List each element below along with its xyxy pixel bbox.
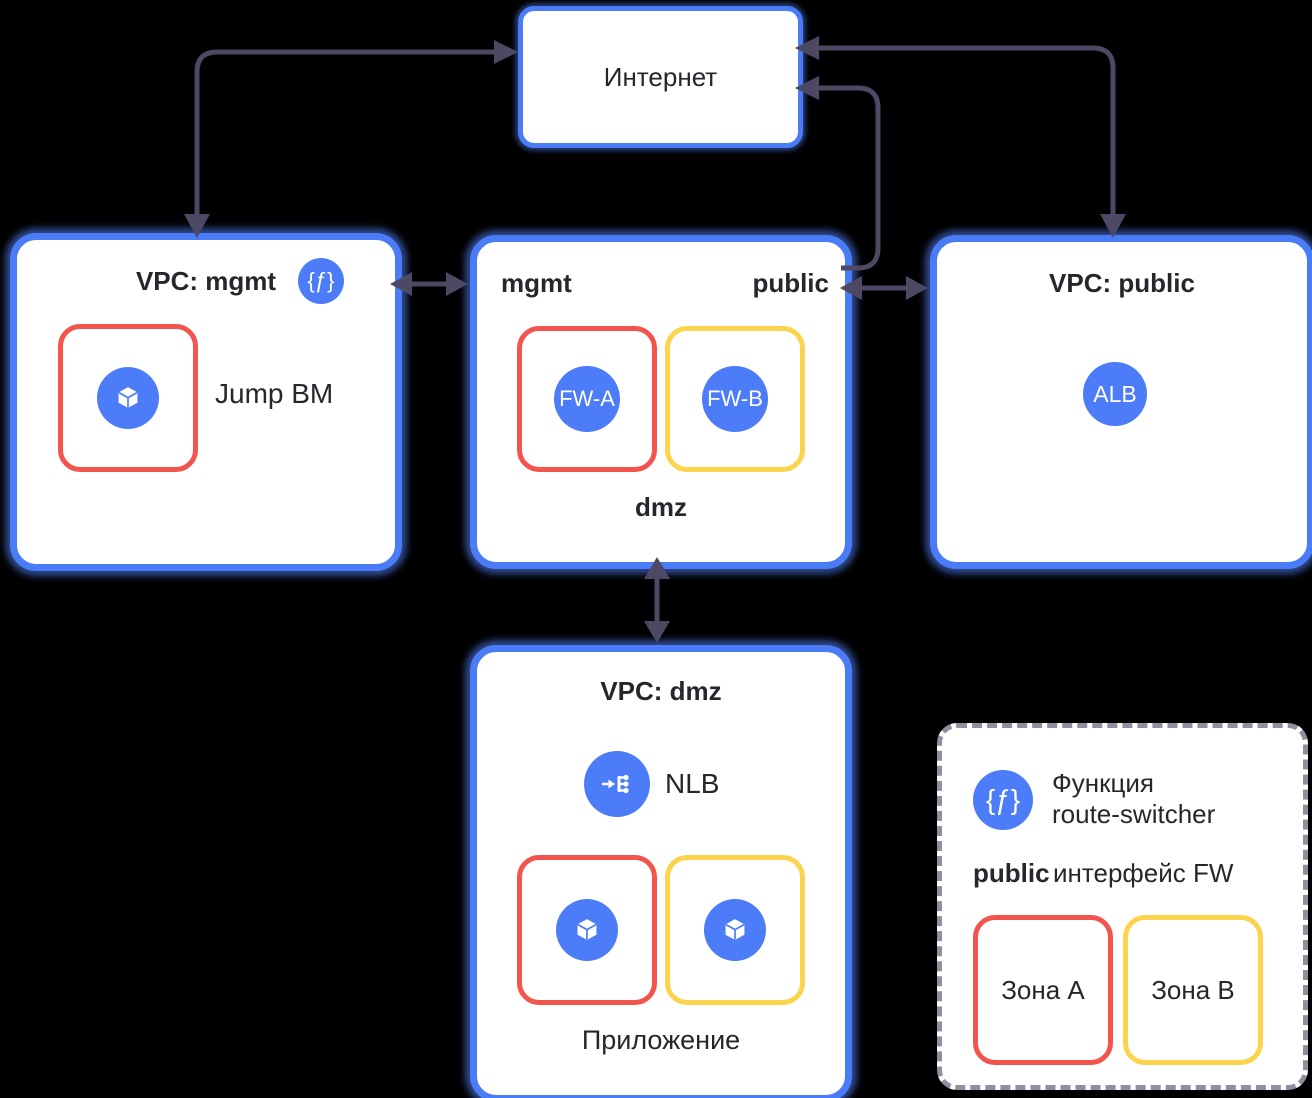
legend-function-label: Функция route-switcher — [1052, 768, 1215, 830]
function-glyph: {ƒ} — [985, 784, 1021, 815]
app-vm-a-icon — [556, 899, 618, 961]
internet-box: Интернет — [518, 6, 803, 148]
fw-a-node: FW-A — [554, 366, 620, 432]
zone-b-label: Зона B — [1151, 974, 1235, 1005]
fw-b-zone-box: FW-B — [665, 326, 805, 472]
nlb-icon — [584, 751, 650, 817]
jump-bm-zone-box — [58, 324, 198, 472]
fw-a-zone-box: FW-A — [517, 326, 657, 472]
app-vm-a-zone-box — [517, 855, 657, 1005]
vpc-mgmt-box: VPC: mgmt {ƒ} Jump BM — [10, 233, 402, 571]
subnet-label-dmz: dmz — [635, 492, 687, 522]
function-icon: {ƒ} — [298, 258, 344, 304]
zone-a-box: Зона A — [973, 915, 1113, 1065]
zone-b-box: Зона B — [1123, 915, 1263, 1065]
nlb-label: NLB — [665, 768, 720, 799]
jump-bm-label: Jump BM — [215, 378, 334, 409]
app-vm-b-icon — [704, 899, 766, 961]
legend-function-line2: route-switcher — [1052, 799, 1216, 829]
legend-function-icon: {ƒ} — [973, 770, 1033, 830]
arrow-internet-public — [795, 36, 1126, 238]
subnet-label-public: public — [752, 268, 829, 298]
vpc-mgmt-title: VPC: mgmt — [135, 266, 277, 296]
arrow-fw-vpc-public — [840, 276, 928, 300]
cube-icon — [118, 387, 138, 408]
fw-a-label: FW-A — [559, 386, 615, 411]
cube-icon — [725, 919, 745, 940]
subnet-label-mgmt: mgmt — [501, 268, 572, 298]
vpc-dmz-box: VPC: dmz NLB — [470, 645, 852, 1098]
alb-node: ALB — [1083, 362, 1147, 426]
function-glyph: {ƒ} — [307, 268, 335, 293]
arrow-fw-dmz — [644, 557, 670, 643]
app-vm-b-zone-box — [665, 855, 805, 1005]
nlb-glyph — [601, 774, 629, 794]
arrow-mgmt-internet — [184, 40, 518, 238]
vpc-public-box: VPC: public ALB — [930, 235, 1312, 569]
internet-label: Интернет — [603, 61, 718, 92]
legend-public-label: public — [973, 858, 1050, 888]
fw-block-box: mgmt public FW-A FW-B dmz — [470, 235, 852, 569]
cube-icon — [577, 919, 597, 940]
vpc-public-title: VPC: public — [1049, 268, 1195, 298]
alb-label: ALB — [1093, 380, 1137, 407]
legend-interface-label: интерфейс FW — [1053, 858, 1234, 888]
vm-cube-icon — [97, 367, 159, 429]
app-label: Приложение — [581, 1025, 741, 1055]
zone-a-label: Зона A — [1001, 974, 1085, 1005]
fw-b-label: FW-B — [707, 386, 763, 411]
legend-box: {ƒ} Функция route-switcher public интерф… — [937, 723, 1308, 1090]
fw-b-node: FW-B — [702, 366, 768, 432]
legend-function-line1: Функция — [1052, 768, 1154, 798]
vpc-dmz-title: VPC: dmz — [600, 676, 722, 706]
